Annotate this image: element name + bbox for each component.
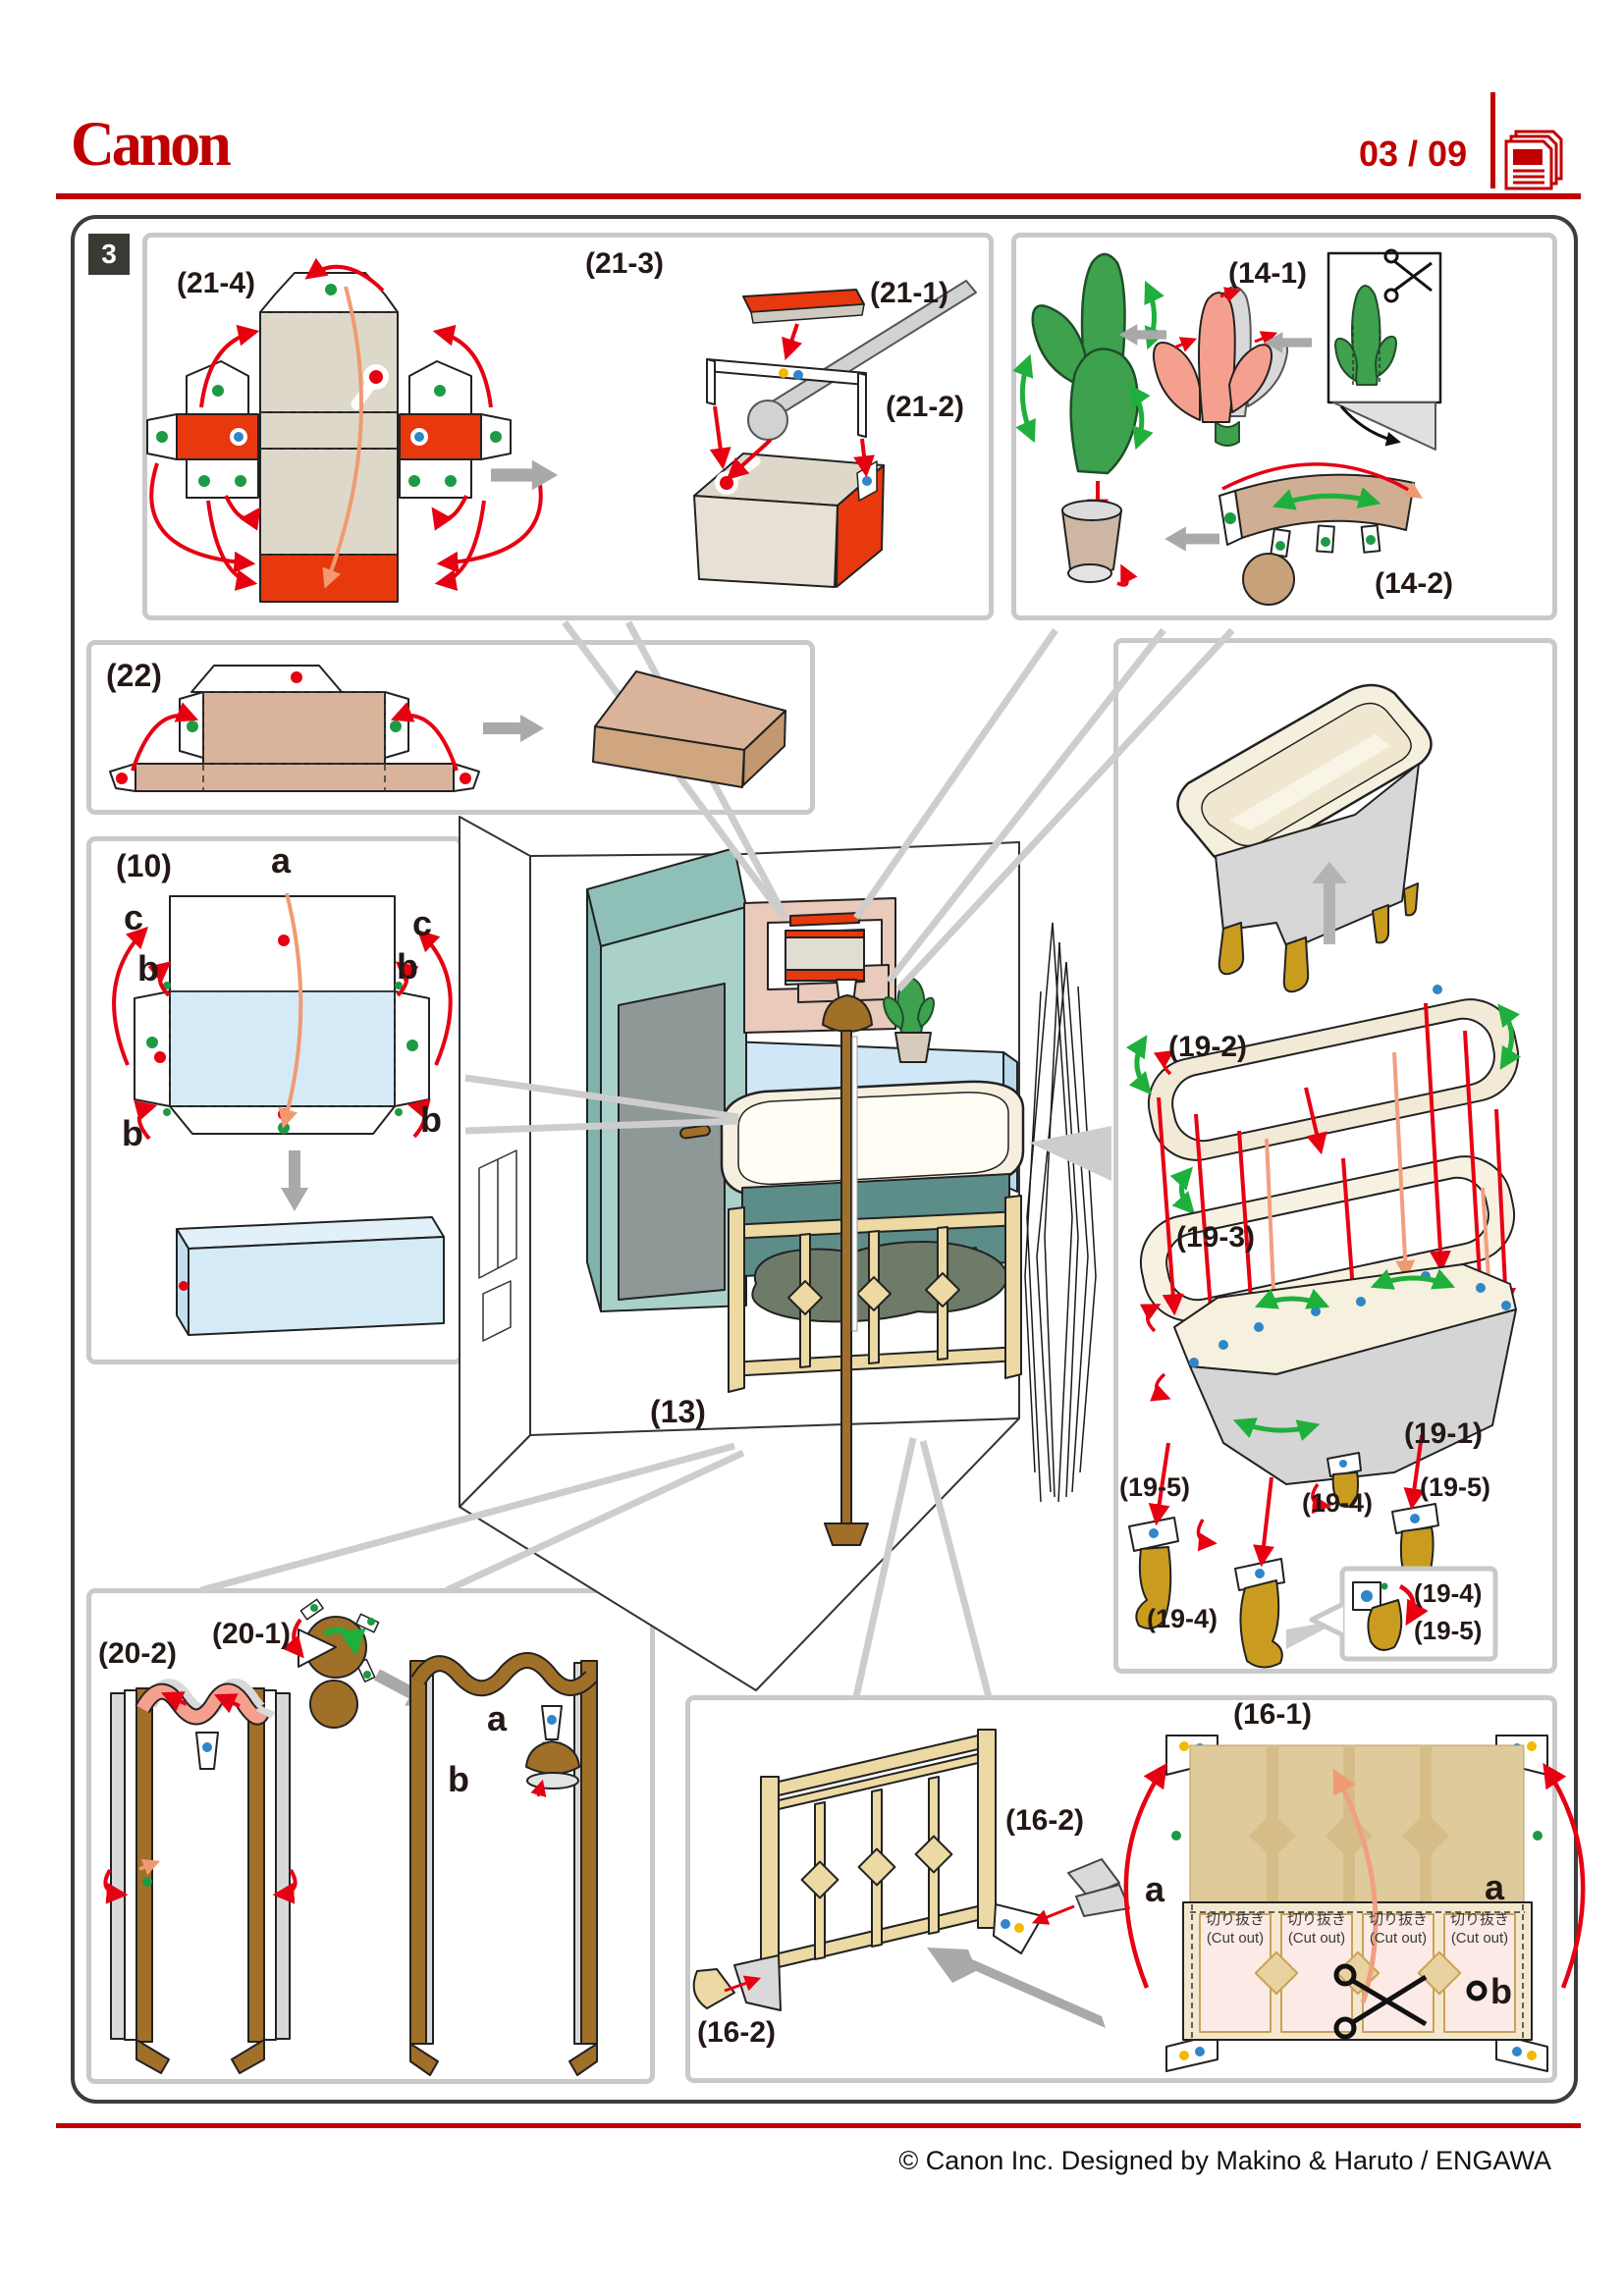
label-10-b-bottomright: b (420, 1099, 442, 1140)
label-10-b-left: b (137, 948, 159, 988)
cutout-en: (Cut out) (1369, 1930, 1428, 1947)
panel-21-cistern (142, 233, 994, 620)
label-21-2: (21-2) (886, 391, 965, 423)
label-19-4-bottom: (19-4) (1147, 1604, 1218, 1633)
label-14-1: (14-1) (1228, 257, 1308, 290)
label-19-3: (19-3) (1176, 1221, 1256, 1254)
label-16-1: (16-1) (1233, 1698, 1313, 1731)
cutout-en: (Cut out) (1206, 1930, 1265, 1947)
step-number-badge: 3 (88, 234, 130, 275)
cutout-en: (Cut out) (1287, 1930, 1346, 1947)
label-19-4-mid: (19-4) (1302, 1488, 1374, 1518)
page-number: 03 / 09 (1359, 133, 1468, 174)
pages-icon (1504, 130, 1563, 190)
label-16-2-left: (16-2) (697, 2016, 777, 2049)
panel-14-plant (1011, 233, 1557, 620)
label-10-b-bottomleft: b (122, 1113, 143, 1153)
cutout-jp: 切り抜き (1205, 1911, 1265, 1928)
label-19-2: (19-2) (1168, 1031, 1248, 1063)
label-10-b-right: b (397, 946, 418, 987)
label-19-1: (19-1) (1404, 1417, 1484, 1450)
cutout-cell-3: 切り抜き (Cut out) (1354, 1910, 1442, 1948)
label-20-2: (20-2) (98, 1637, 178, 1670)
label-14-2: (14-2) (1375, 567, 1454, 600)
label-21-1: (21-1) (870, 277, 949, 309)
panel-22-shelf (86, 640, 815, 815)
label-19-5-right: (19-5) (1420, 1472, 1491, 1502)
cutout-cell-1: 切り抜き (Cut out) (1191, 1910, 1279, 1948)
cutout-jp: 切り抜き (1449, 1911, 1509, 1928)
label-10: (10) (116, 848, 172, 883)
cutout-cell-4: 切り抜き (Cut out) (1435, 1910, 1524, 1948)
label-21-3: (21-3) (585, 247, 665, 280)
label-20-b: b (448, 1759, 469, 1799)
label-19-5-left: (19-5) (1119, 1472, 1191, 1502)
label-16-b: b (1490, 1971, 1512, 2011)
label-20-a: a (487, 1698, 508, 1738)
label-21-4: (21-4) (177, 267, 256, 299)
label-10-c-left: c (124, 897, 144, 937)
label-22: (22) (106, 658, 162, 693)
label-13: (13) (650, 1394, 706, 1429)
label-16-a-right: a (1485, 1867, 1505, 1907)
header-rule (56, 193, 1581, 199)
canon-logo: Canon (71, 109, 232, 180)
label-10-c-right: c (412, 903, 433, 943)
footer-rule (56, 2123, 1581, 2128)
label-10-a: a (271, 840, 292, 881)
content-frame (71, 215, 1578, 2104)
panel-16-fence (685, 1695, 1557, 2083)
label-19-5-callout: (19-5) (1414, 1616, 1483, 1645)
cutout-en: (Cut out) (1450, 1930, 1509, 1947)
label-16-a-left: a (1145, 1869, 1165, 1909)
cutout-jp: 切り抜き (1286, 1911, 1346, 1928)
label-20-1: (20-1) (212, 1618, 292, 1650)
cutout-cell-2: 切り抜き (Cut out) (1272, 1910, 1361, 1948)
label-19-4-callout: (19-4) (1414, 1578, 1483, 1608)
label-16-2-right: (16-2) (1005, 1804, 1085, 1837)
header-divider (1490, 92, 1495, 188)
copyright-text: © Canon Inc. Designed by Makino & Haruto… (898, 2146, 1551, 2175)
cutout-jp: 切り抜き (1368, 1911, 1428, 1928)
